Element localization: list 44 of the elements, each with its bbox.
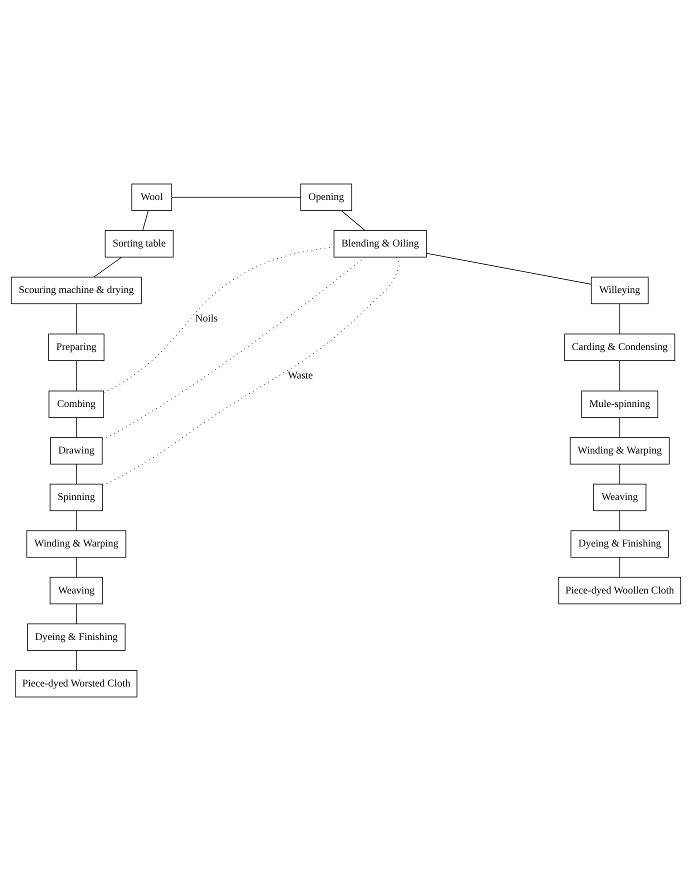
node-box: Preparing (48, 334, 104, 362)
node-box: Winding & Warping (26, 530, 126, 558)
node-box: Weaving (593, 484, 646, 512)
node-box: Scouring machine & drying (10, 276, 142, 304)
connector (76, 604, 77, 624)
node-box: Dyeing & Finishing (27, 623, 126, 651)
connector (102, 256, 366, 440)
node-box: Drawing (50, 437, 103, 465)
connector (426, 252, 592, 285)
connector (102, 256, 400, 486)
node-box: Combing (48, 390, 104, 418)
connector (171, 196, 301, 198)
connector (76, 417, 77, 438)
connector (619, 510, 620, 531)
node-box: Mule-spinning (581, 390, 658, 418)
node-box: Piece-dyed Worsted Cloth (15, 670, 138, 698)
node-box: Blending & Oiling (334, 230, 427, 258)
node-box: Wool (131, 184, 172, 211)
connector (76, 557, 77, 578)
connector (76, 650, 77, 671)
connector (619, 303, 620, 334)
node-box: Carding & Condensing (564, 334, 676, 362)
edge-label: Waste (288, 370, 313, 382)
connector (76, 464, 77, 484)
node-box: Weaving (50, 576, 103, 604)
node-box: Piece-dyed Woollen Cloth (558, 576, 682, 604)
connector (341, 210, 366, 231)
connector (619, 360, 620, 392)
connector (619, 417, 620, 438)
connector (142, 210, 149, 231)
connector (94, 257, 122, 278)
node-box: Opening (300, 184, 352, 211)
node-box: Spinning (50, 484, 103, 512)
edge-label: Noils (195, 314, 218, 325)
connector (76, 360, 77, 392)
connector (76, 510, 77, 531)
connector (619, 557, 620, 578)
node-box: Winding & Warping (570, 437, 670, 465)
connector (619, 464, 620, 484)
node-box: Sorting table (104, 230, 174, 258)
node-box: Willeying (590, 276, 649, 304)
connector (103, 246, 334, 393)
connector (76, 303, 77, 334)
node-box: Dyeing & Finishing (570, 530, 669, 558)
